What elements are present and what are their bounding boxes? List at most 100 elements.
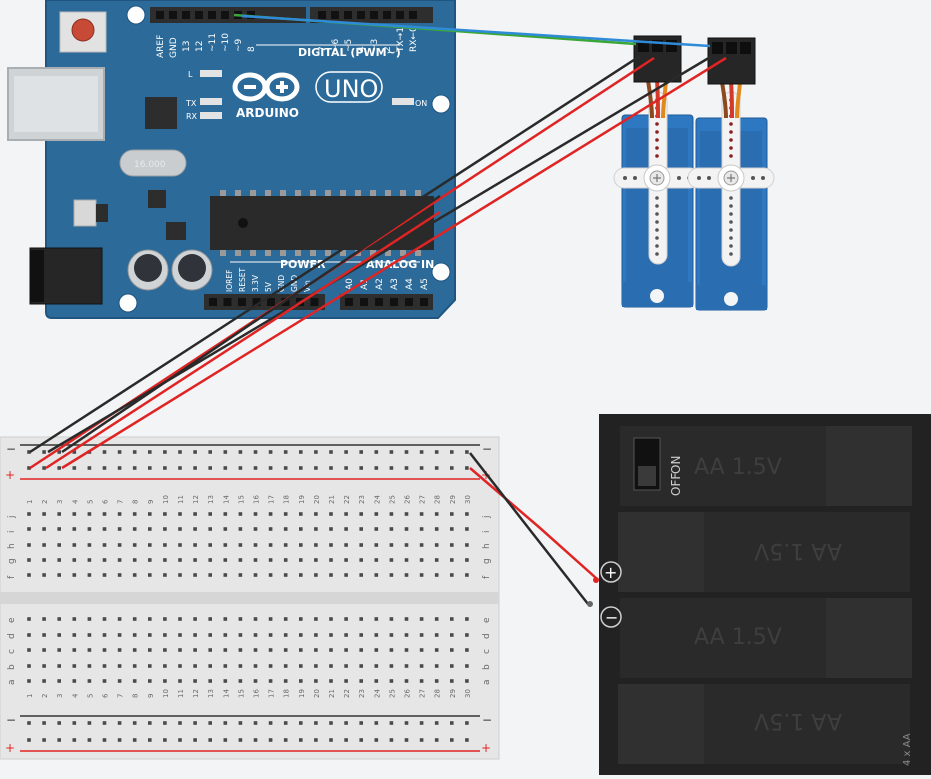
breadboard-hole[interactable] [389, 512, 394, 516]
digital-pin-socket[interactable] [357, 11, 365, 19]
breadboard-hole[interactable] [238, 648, 243, 652]
breadboard-hole[interactable] [434, 633, 439, 637]
breadboard-hole[interactable] [102, 573, 107, 577]
breadboard-hole[interactable] [57, 664, 61, 668]
breadboard-hole[interactable] [434, 512, 439, 516]
rail-hole[interactable] [283, 738, 288, 742]
analog-pin-socket[interactable] [420, 298, 428, 306]
breadboard-hole[interactable] [208, 527, 212, 531]
rail-hole[interactable] [163, 466, 167, 470]
rail-hole[interactable] [404, 721, 409, 725]
rail-hole[interactable] [117, 466, 122, 470]
breadboard-hole[interactable] [178, 633, 182, 637]
breadboard-hole[interactable] [253, 664, 258, 668]
breadboard-hole[interactable] [72, 617, 77, 621]
breadboard-hole[interactable] [374, 664, 379, 668]
rail-hole[interactable] [314, 466, 318, 470]
breadboard-hole[interactable] [314, 617, 318, 621]
breadboard-hole[interactable] [450, 543, 454, 547]
breadboard-hole[interactable] [72, 527, 77, 531]
rail-hole[interactable] [434, 450, 439, 454]
breadboard-hole[interactable] [314, 648, 318, 652]
breadboard-hole[interactable] [434, 543, 439, 547]
breadboard-hole[interactable] [42, 664, 46, 668]
rail-hole[interactable] [299, 738, 303, 742]
breadboard-hole[interactable] [163, 633, 167, 637]
rail-hole[interactable] [163, 721, 167, 725]
breadboard-hole[interactable] [72, 543, 77, 547]
breadboard-hole[interactable] [465, 648, 469, 652]
breadboard-hole[interactable] [117, 573, 122, 577]
breadboard-hole[interactable] [389, 543, 394, 547]
reset-button[interactable] [71, 18, 95, 42]
rail-hole[interactable] [374, 721, 379, 725]
rail-hole[interactable] [72, 466, 77, 470]
battery-pack[interactable]: AA 1.5V AA 1.5V AA 1.5V AA 1.5V ON OFF 4… [599, 414, 931, 775]
breadboard-hole[interactable] [419, 648, 424, 652]
breadboard-hole[interactable] [132, 633, 137, 637]
breadboard-hole[interactable] [344, 512, 348, 516]
breadboard-hole[interactable] [193, 648, 197, 652]
breadboard-hole[interactable] [223, 512, 228, 516]
breadboard-hole[interactable] [419, 664, 424, 668]
rail-hole[interactable] [253, 450, 258, 454]
breadboard-hole[interactable] [42, 573, 46, 577]
breadboard-hole[interactable] [329, 543, 333, 547]
digital-pin-socket[interactable] [370, 11, 378, 19]
rail-hole[interactable] [72, 738, 77, 742]
breadboard-hole[interactable] [374, 648, 379, 652]
breadboard-hole[interactable] [314, 558, 318, 562]
breadboard-hole[interactable] [208, 573, 212, 577]
rail-hole[interactable] [344, 466, 348, 470]
breadboard-hole[interactable] [450, 617, 454, 621]
breadboard-hole[interactable] [283, 512, 288, 516]
breadboard-hole[interactable] [450, 558, 454, 562]
breadboard-hole[interactable] [389, 633, 394, 637]
rail-hole[interactable] [57, 738, 61, 742]
rail-hole[interactable] [434, 466, 439, 470]
breadboard-hole[interactable] [238, 617, 243, 621]
breadboard-hole[interactable] [374, 633, 379, 637]
rail-hole[interactable] [102, 466, 107, 470]
breadboard-hole[interactable] [117, 617, 122, 621]
breadboard-hole[interactable] [329, 664, 333, 668]
breadboard-hole[interactable] [208, 679, 212, 683]
breadboard-hole[interactable] [450, 527, 454, 531]
rail-hole[interactable] [359, 721, 363, 725]
breadboard-hole[interactable] [148, 679, 152, 683]
breadboard-hole[interactable] [102, 633, 107, 637]
rail-hole[interactable] [465, 738, 469, 742]
rail-hole[interactable] [178, 466, 182, 470]
breadboard-hole[interactable] [314, 664, 318, 668]
breadboard-hole[interactable] [359, 527, 363, 531]
breadboard-hole[interactable] [283, 617, 288, 621]
analog-pin-socket[interactable] [375, 298, 383, 306]
rail-hole[interactable] [465, 721, 469, 725]
breadboard-hole[interactable] [374, 617, 379, 621]
rail-hole[interactable] [314, 738, 318, 742]
breadboard-hole[interactable] [193, 543, 197, 547]
breadboard-hole[interactable] [102, 648, 107, 652]
breadboard-hole[interactable] [208, 558, 212, 562]
breadboard-hole[interactable] [132, 573, 137, 577]
rail-hole[interactable] [223, 450, 228, 454]
rail-hole[interactable] [389, 721, 394, 725]
breadboard-hole[interactable] [178, 664, 182, 668]
breadboard-hole[interactable] [132, 527, 137, 531]
breadboard-hole[interactable] [57, 558, 61, 562]
breadboard-hole[interactable] [148, 648, 152, 652]
breadboard-hole[interactable] [268, 679, 273, 683]
breadboard-hole[interactable] [223, 679, 228, 683]
breadboard-hole[interactable] [268, 648, 273, 652]
breadboard-hole[interactable] [299, 573, 303, 577]
wire-battery-plus[interactable] [469, 467, 597, 579]
breadboard-hole[interactable] [359, 573, 363, 577]
breadboard-hole[interactable] [465, 664, 469, 668]
breadboard-hole[interactable] [132, 664, 137, 668]
breadboard-hole[interactable] [253, 543, 258, 547]
breadboard-hole[interactable] [465, 617, 469, 621]
breadboard-hole[interactable] [117, 543, 122, 547]
rail-hole[interactable] [117, 450, 122, 454]
breadboard-hole[interactable] [238, 573, 243, 577]
breadboard-hole[interactable] [87, 648, 92, 652]
